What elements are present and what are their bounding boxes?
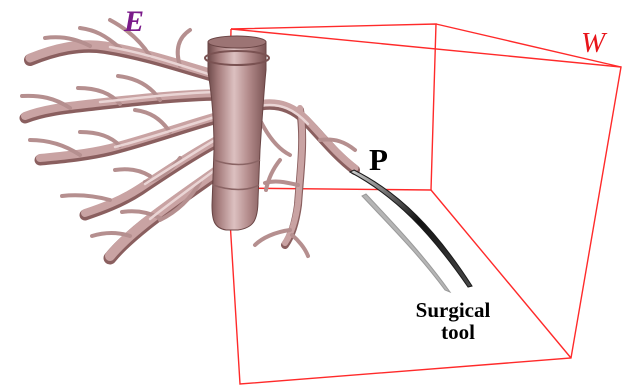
box-front-face [228,29,621,384]
trunk-top-cap [208,36,266,48]
point-label-p: P [369,142,388,177]
tool-label-line2: tool [441,320,475,344]
trunk-body [208,38,266,230]
vessel-trunk [205,36,269,230]
surgical-tool [350,170,472,292]
branch-right-down [285,108,302,243]
frame-label-w: W [581,27,608,59]
vessel-tree-model [22,20,355,258]
tool-label-line1: Surgical [416,298,491,322]
world-frame-box [228,24,621,384]
tool-needle [350,170,472,287]
frame-label-e: E [123,5,144,38]
